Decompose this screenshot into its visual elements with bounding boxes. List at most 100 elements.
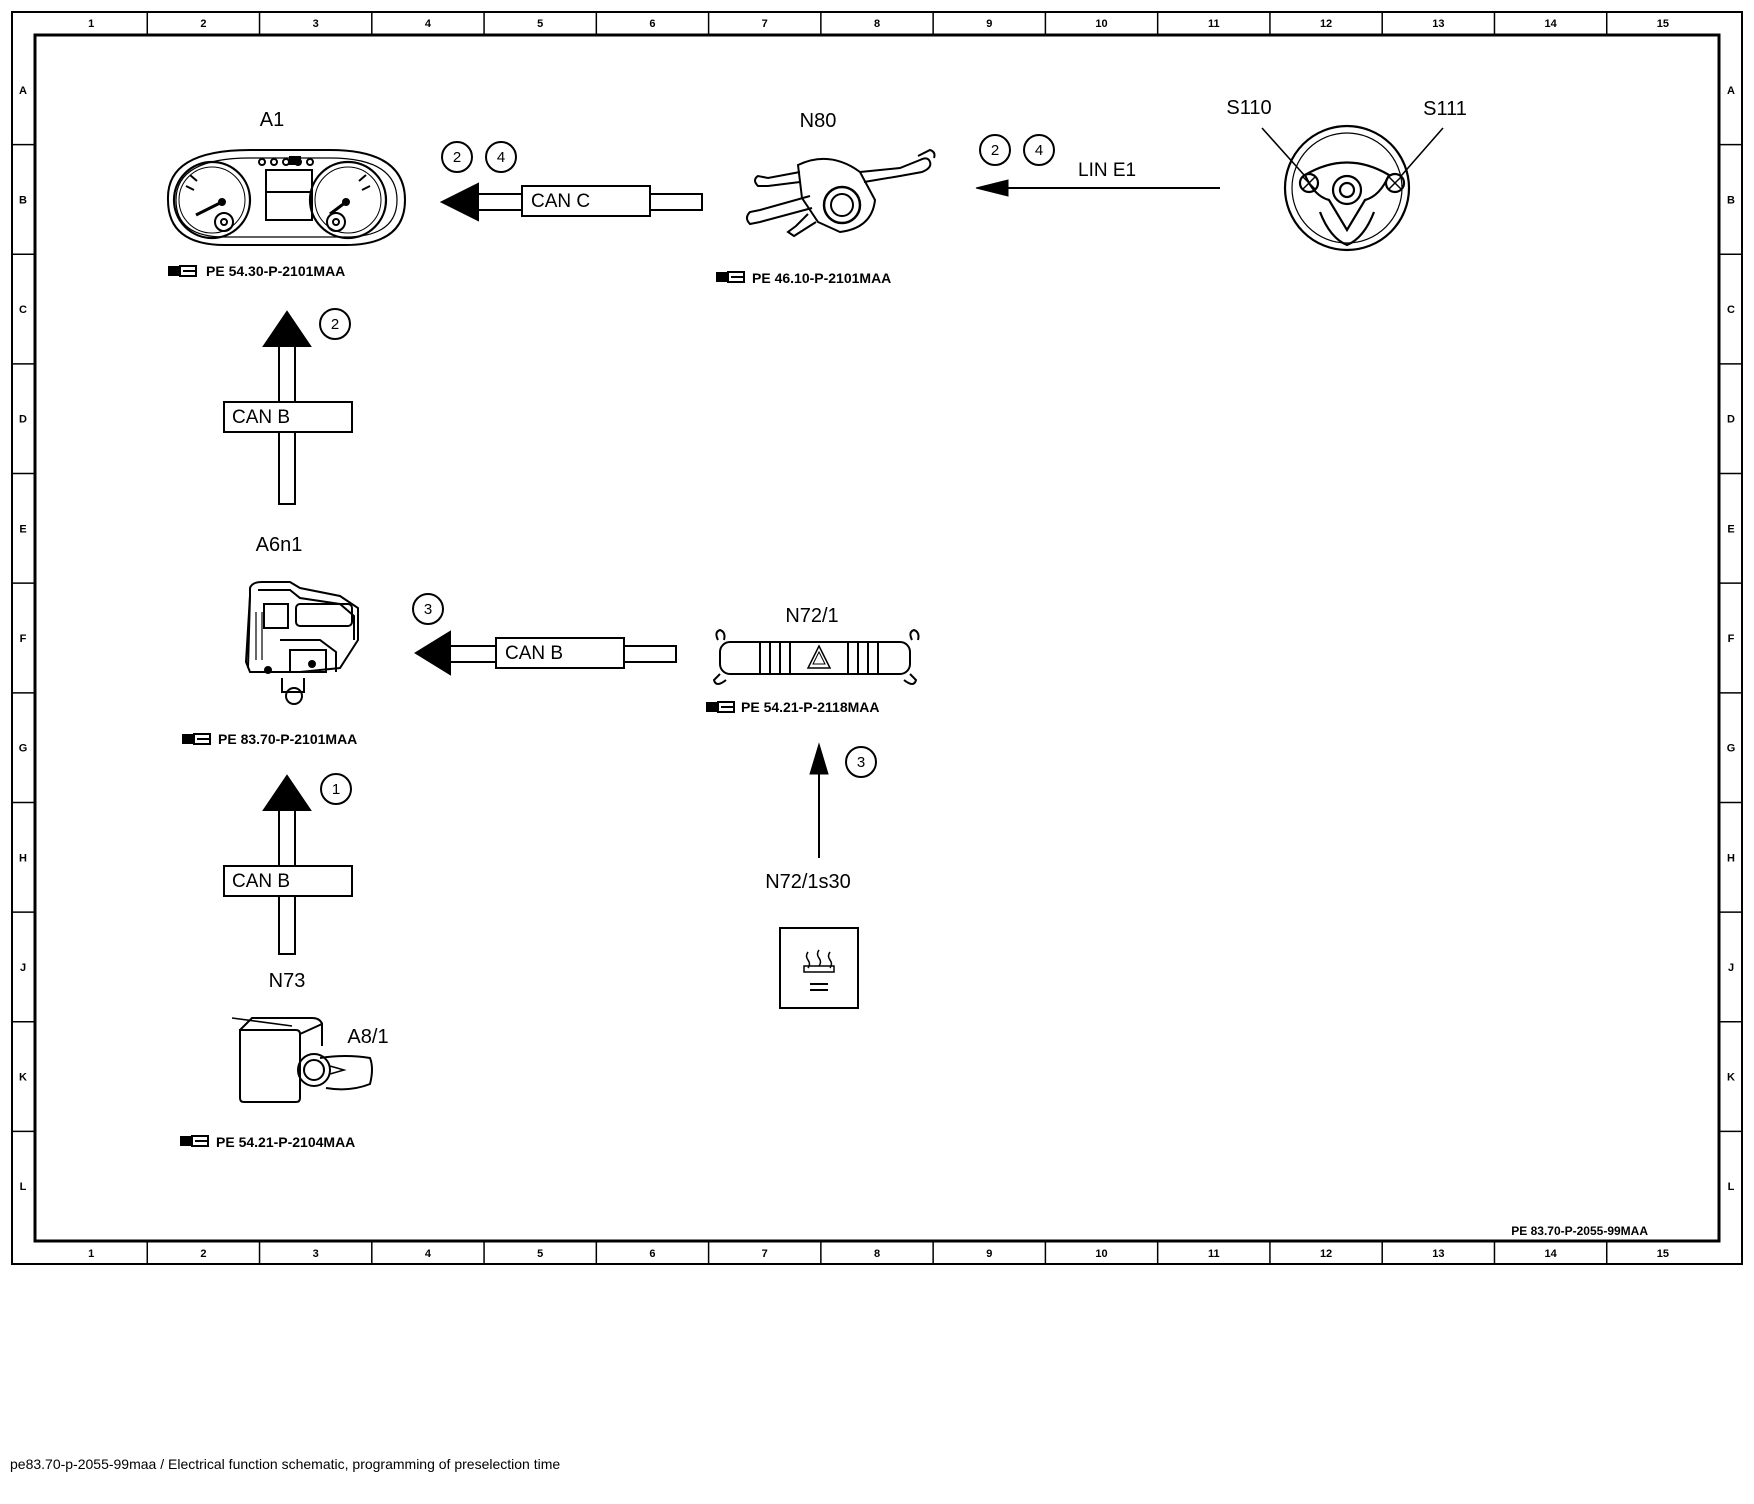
- grid-column-label: 12: [1320, 18, 1332, 30]
- grid-column-label: 1: [88, 1248, 94, 1260]
- grid-row-label: C: [19, 304, 27, 316]
- ignition-switch-icon: [231, 1017, 373, 1103]
- step-number: 4: [497, 149, 505, 166]
- step-number: 1: [332, 781, 340, 798]
- grid-column-label: 6: [649, 1248, 655, 1260]
- reference-hand-icon: [182, 733, 211, 745]
- grid-row-label: A: [19, 85, 27, 97]
- grid-row-label: F: [1728, 633, 1735, 645]
- can-b-bottom-arrow: [223, 774, 353, 955]
- n72-1s30-label: N72/1s30: [765, 871, 851, 893]
- grid-column-label: 15: [1657, 18, 1669, 30]
- can-c-label: CAN C: [531, 191, 590, 212]
- can-c-arrow: [439, 182, 703, 222]
- can-b-bottom-label: CAN B: [232, 871, 290, 892]
- grid-column-label: 4: [425, 18, 432, 30]
- grid-column-label: 11: [1208, 1248, 1220, 1260]
- s110-label: S110: [1226, 97, 1271, 119]
- s111-label: S111: [1423, 98, 1467, 120]
- grid-lines: [12, 12, 1742, 1264]
- reference-hand-icon: [716, 271, 745, 283]
- grid-column-label: 2: [200, 1248, 206, 1260]
- a1-label: A1: [260, 109, 284, 131]
- grid-column-label: 8: [874, 18, 880, 30]
- grid-row-label: B: [1727, 194, 1735, 206]
- step-marker: 2: [319, 308, 351, 340]
- grid-row-label: K: [1727, 1072, 1735, 1084]
- step-marker: 2: [979, 134, 1011, 166]
- sheet-reference: PE 83.70-P-2055-99MAA: [1511, 1224, 1648, 1238]
- grid-row-label: J: [20, 962, 26, 974]
- grid-column-label: 13: [1432, 1248, 1444, 1260]
- grid-row-label: J: [1728, 962, 1734, 974]
- outer-frame: [11, 11, 1743, 1265]
- grid-row-label: H: [1727, 852, 1735, 864]
- n72-1-label: N72/1: [785, 605, 838, 627]
- grid-row-label: K: [19, 1072, 27, 1084]
- n80-ref: PE 46.10-P-2101MAA: [752, 270, 891, 286]
- grid-column-label: 13: [1432, 18, 1444, 30]
- n73-label: N73: [269, 970, 306, 992]
- grid-column-label: 15: [1657, 1248, 1669, 1260]
- can-b-top-arrow: [223, 310, 353, 505]
- n80-label: N80: [800, 110, 837, 132]
- a8-1-label: A8/1: [347, 1026, 388, 1048]
- step-number: 3: [424, 601, 432, 618]
- grid-column-label: 5: [537, 1248, 543, 1260]
- step-marker: 1: [320, 773, 352, 805]
- lin-e1-arrow: [975, 179, 1220, 197]
- grid-row-label: L: [1728, 1181, 1735, 1193]
- grid-column-label: 2: [200, 18, 206, 30]
- step-number: 2: [991, 142, 999, 159]
- heater-control-unit-icon: [244, 581, 359, 705]
- a6n1-label: A6n1: [256, 534, 303, 556]
- lin-e1-label: LIN E1: [1078, 160, 1136, 181]
- grid-column-label: 14: [1544, 18, 1557, 30]
- grid-row-label: H: [19, 852, 27, 864]
- grid-column-label: 12: [1320, 1248, 1332, 1260]
- grid-column-label: 5: [537, 18, 543, 30]
- step-number: 3: [857, 754, 865, 771]
- step-marker: 3: [412, 593, 444, 625]
- grid-row-label: L: [20, 1181, 27, 1193]
- grid-column-label: 3: [313, 1248, 319, 1260]
- step-number: 2: [453, 149, 461, 166]
- grid-column-label: 9: [986, 1248, 992, 1260]
- grid-row-label: B: [19, 194, 27, 206]
- instrument-cluster-icon: [166, 149, 407, 246]
- grid-row-label: F: [20, 633, 27, 645]
- can-b-top-label: CAN B: [232, 407, 290, 428]
- can-b-mid-arrow: [414, 630, 677, 676]
- grid-row-label: C: [1727, 304, 1735, 316]
- inner-frame: [33, 33, 1721, 1243]
- grid-column-label: 7: [762, 1248, 768, 1260]
- figure-caption: pe83.70-p-2055-99maa / Electrical functi…: [10, 1456, 561, 1472]
- grid-row-label: A: [1727, 85, 1735, 97]
- grid-column-label: 7: [762, 18, 768, 30]
- grid-column-label: 9: [986, 18, 992, 30]
- a1-ref: PE 54.30-P-2101MAA: [206, 263, 345, 279]
- grid-column-label: 3: [313, 18, 319, 30]
- grid-row-label: D: [1727, 414, 1735, 426]
- reference-hand-icon: [168, 265, 197, 277]
- steering-column-module-icon: [746, 148, 936, 238]
- step-marker: 2: [441, 141, 473, 173]
- grid-column-label: 14: [1544, 1248, 1557, 1260]
- step-marker: 4: [1023, 134, 1055, 166]
- reference-hand-icon: [180, 1135, 209, 1147]
- grid-column-label: 1: [88, 18, 94, 30]
- grid-row-label: G: [19, 743, 28, 755]
- step-number: 4: [1035, 142, 1043, 159]
- grid-column-label: 10: [1095, 1248, 1107, 1260]
- grid-column-label: 6: [649, 18, 655, 30]
- grid-column-label: 4: [425, 1248, 432, 1260]
- control-panel-icon: [712, 628, 920, 685]
- grid-column-label: 8: [874, 1248, 880, 1260]
- grid-column-label: 11: [1208, 18, 1220, 30]
- n73-ref: PE 54.21-P-2104MAA: [216, 1134, 355, 1150]
- a6n1-ref: PE 83.70-P-2101MAA: [218, 731, 357, 747]
- grid-row-label: E: [1727, 523, 1734, 535]
- heater-button-icon: [779, 927, 859, 1009]
- n72-1-ref: PE 54.21-P-2118MAA: [741, 699, 880, 715]
